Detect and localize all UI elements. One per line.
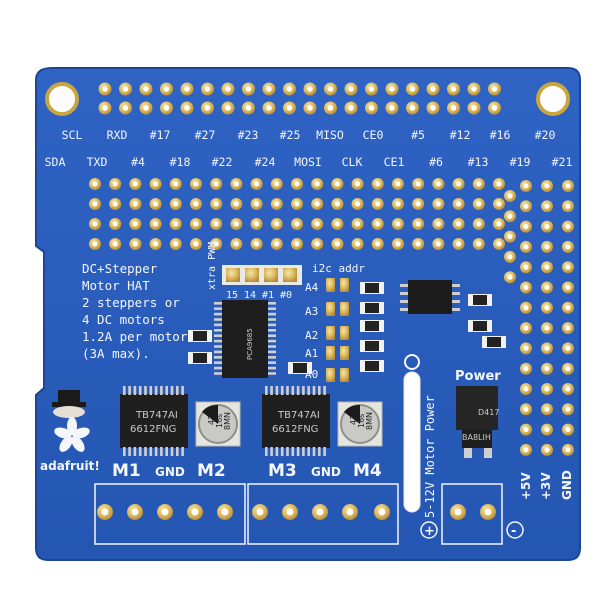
gpio-label: #24 — [255, 155, 276, 169]
brand-text: adafruit! — [40, 459, 100, 473]
capacitor-2: 47 16s 8MN — [337, 401, 383, 447]
svg-text:8MN: 8MN — [223, 412, 232, 430]
gpio-label: CE0 — [363, 128, 384, 142]
label-m1: M1 — [112, 461, 141, 481]
gpio-label: #27 — [195, 128, 216, 142]
gpio-label: #16 — [490, 128, 511, 142]
power-rail-pads — [504, 180, 574, 456]
pwm-chip: PCA9685 — [214, 300, 276, 378]
power-slot — [403, 371, 421, 513]
gpio-label: SDA — [45, 155, 66, 169]
label-m3: M3 — [268, 461, 297, 481]
pwm-pin-14: 14 — [244, 290, 256, 301]
svg-text:8MN: 8MN — [365, 412, 374, 430]
gpio-header-pads — [98, 82, 501, 115]
svg-text:PCA9685: PCA9685 — [246, 328, 254, 360]
svg-text:16s: 16s — [357, 414, 366, 428]
voltage-regulator: D417 BA8LIH — [456, 386, 499, 458]
i2c-addr-label: i2c addr — [312, 262, 365, 275]
gpio-label: #13 — [468, 155, 489, 169]
address-jumpers — [326, 278, 349, 382]
addr-a1: A1 — [305, 347, 318, 360]
smd-resistors — [188, 282, 506, 374]
description-line-6: (3A max). — [82, 346, 150, 361]
gpio-label: #17 — [150, 128, 171, 142]
svg-text:BA8LIH: BA8LIH — [462, 433, 491, 442]
power-control-chip — [400, 280, 460, 314]
label-m4: M4 — [353, 461, 382, 481]
description-line-3: 2 steppers or — [82, 295, 180, 310]
motor-driver-chip-1: TB747AI 6612FNG — [120, 386, 188, 456]
description-line-4: 4 DC motors — [82, 312, 165, 327]
gpio-label: #5 — [411, 128, 425, 142]
gpio-label: #19 — [510, 155, 531, 169]
addr-a4: A4 — [305, 281, 319, 294]
gpio-label: SCL — [62, 128, 83, 142]
svg-text:16s: 16s — [215, 414, 224, 428]
svg-text:47: 47 — [207, 415, 216, 425]
gpio-label: MISO — [316, 128, 344, 142]
addr-a2: A2 — [305, 329, 318, 342]
addr-a3: A3 — [305, 305, 318, 318]
svg-text:6612FNG: 6612FNG — [272, 424, 318, 435]
label-m2: M2 — [197, 461, 226, 481]
gpio-label: TXD — [87, 155, 108, 169]
terminal-pads — [97, 504, 496, 520]
gpio-label: CLK — [342, 155, 363, 169]
gpio-label: #20 — [535, 128, 556, 142]
gpio-labels-row1: SCL RXD #17 #27 #23 #25 MISO CE0 #5 #12 #16 #20 — [62, 128, 556, 142]
power-slot-ring — [404, 354, 420, 370]
gpio-label: #23 — [238, 128, 259, 142]
mounting-holes — [45, 82, 570, 116]
terminal-block-outlines — [94, 483, 503, 545]
power-label: Power — [455, 369, 501, 384]
svg-text:47: 47 — [349, 415, 358, 425]
description-line-1: DC+Stepper — [82, 261, 158, 276]
gpio-label: RXD — [107, 128, 128, 142]
rail-5v: +5V — [519, 472, 533, 500]
gpio-label: #4 — [131, 155, 145, 169]
gpio-label: #6 — [429, 155, 443, 169]
minus-sign: - — [511, 524, 516, 539]
svg-text:6612FNG: 6612FNG — [130, 424, 176, 435]
gpio-labels-row2: SDA TXD #4 #18 #22 #24 MOSI CLK CE1 #6 #13 #19 #21 — [45, 155, 573, 169]
svg-text:D417: D417 — [478, 408, 499, 417]
label-gnd-right: GND — [311, 465, 341, 479]
pwm-label: xtra PWM — [207, 242, 218, 290]
gpio-label: #22 — [212, 155, 233, 169]
adafruit-logo — [52, 390, 90, 452]
pwm-header — [222, 265, 302, 285]
gpio-label: #18 — [170, 155, 191, 169]
gpio-label: #12 — [450, 128, 471, 142]
description-line-5: 1.2A per motor — [82, 329, 188, 344]
plus-sign: + — [424, 524, 435, 539]
motor-driver-chip-2: TB747AI 6612FNG — [262, 386, 330, 456]
rail-gnd: GND — [560, 470, 574, 500]
pwm-pin-15: 15 — [226, 290, 238, 301]
plus-marker — [420, 521, 438, 539]
prototyping-pad-grid — [89, 178, 505, 250]
motor-power-label: 5-12V Motor Power — [423, 395, 437, 518]
pwm-pin-1: #1 — [262, 290, 274, 301]
label-gnd-left: GND — [155, 465, 185, 479]
gpio-label: #21 — [552, 155, 573, 169]
gpio-label: MOSI — [294, 155, 322, 169]
rail-3v: +3V — [539, 472, 553, 500]
svg-text:TB747AI: TB747AI — [277, 410, 320, 421]
pwm-pin-0: #0 — [280, 290, 292, 301]
gpio-label: CE1 — [384, 155, 405, 169]
svg-text:TB747AI: TB747AI — [135, 410, 178, 421]
minus-marker — [506, 521, 524, 539]
description-line-2: Motor HAT — [82, 278, 150, 293]
capacitor-1: 47 16s 8MN — [195, 401, 241, 447]
gpio-label: #25 — [280, 128, 301, 142]
